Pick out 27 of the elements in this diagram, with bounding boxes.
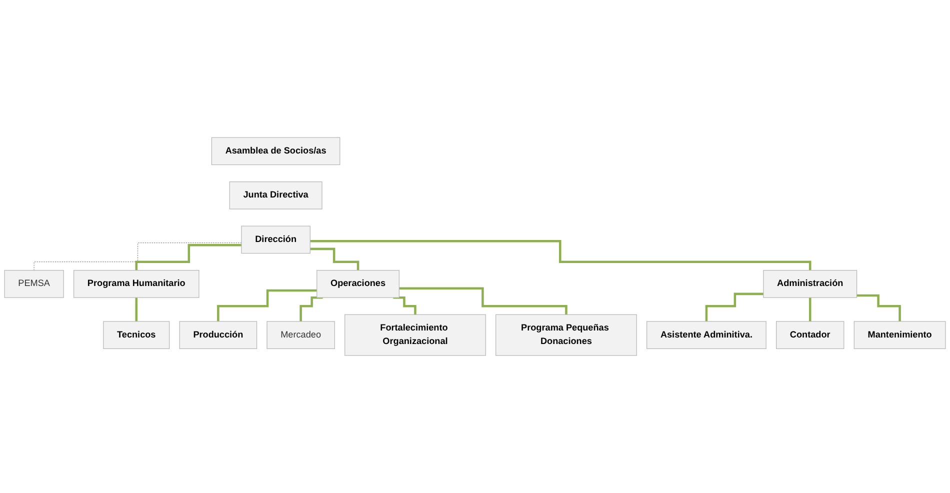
connector (300, 296, 323, 323)
node-box: Administración (763, 270, 858, 298)
connector (393, 296, 416, 316)
node-box: Fortalecimiento Organizacional (344, 314, 486, 356)
node-box: Asistente Adminitiva. (646, 321, 766, 349)
connector (217, 289, 317, 323)
connector (399, 287, 568, 316)
connector (310, 248, 360, 272)
node-box: Contador (776, 321, 844, 349)
node-box: Operaciones (316, 270, 400, 298)
node-box: Tecnicos (103, 321, 170, 349)
node-box: PEMSA (4, 270, 64, 298)
connector (34, 242, 242, 271)
connector (808, 296, 812, 323)
node-box: Programa Pequeñas Donaciones (496, 314, 637, 356)
connector (705, 292, 764, 323)
connector (310, 240, 812, 272)
node-box: Programa Humanitario (74, 270, 200, 298)
node-box: Mantenimiento (854, 321, 946, 349)
node-box: Dirección (241, 226, 310, 254)
node-box: Asamblea de Socios/as (211, 137, 340, 166)
connector (856, 294, 901, 323)
node-box: Producción (179, 321, 258, 349)
node-box: Mercadeo (266, 321, 335, 349)
connector (135, 296, 138, 323)
node-box: Junta Directiva (229, 182, 322, 210)
connector (135, 244, 242, 272)
